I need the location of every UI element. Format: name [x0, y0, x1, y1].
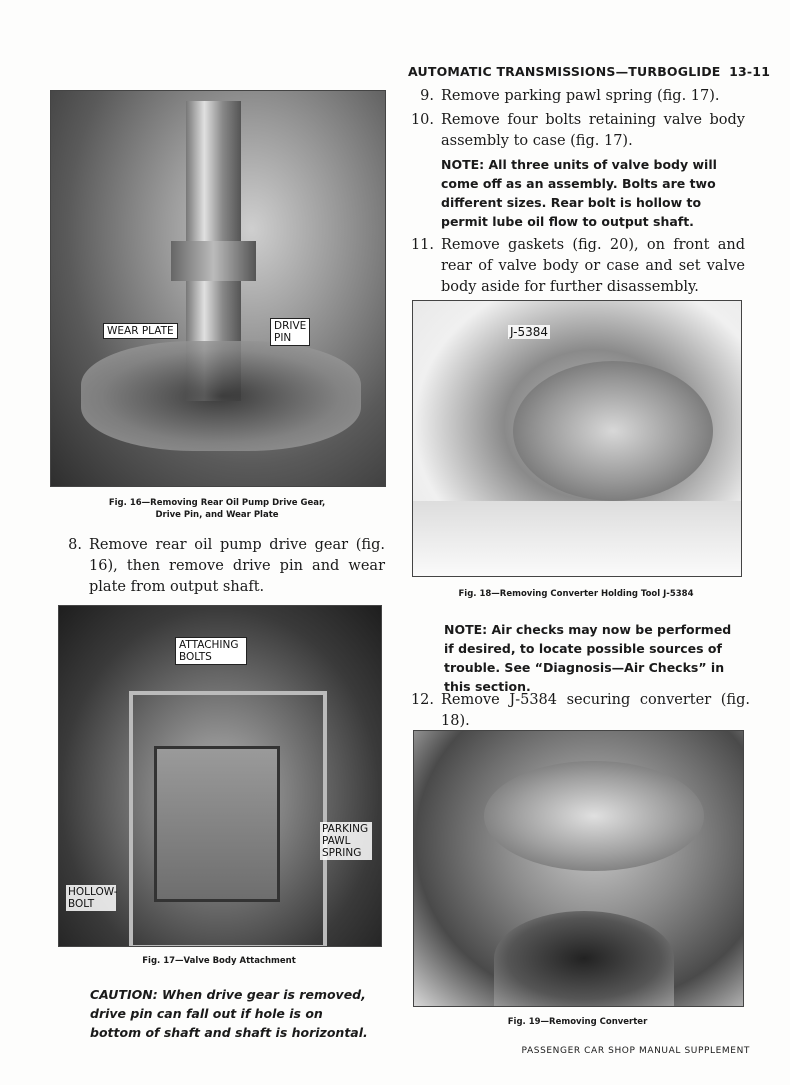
caption-line: Drive Pin, and Wear Plate	[155, 510, 279, 520]
fig18-photo	[412, 300, 742, 577]
attaching-bolts-label: ATTACHING BOLTS	[175, 637, 247, 665]
step-10: 10. Remove four bolts retaining valve bo…	[410, 110, 745, 152]
step-text: Remove J-5384 securing converter (fig. 1…	[441, 692, 750, 729]
page-number: 13-11	[729, 64, 771, 79]
fig18-caption: Fig. 18—Removing Converter Holding Tool …	[458, 589, 694, 599]
fig16-photo	[50, 90, 386, 487]
step-text: Remove four bolts retaining valve body a…	[441, 112, 745, 149]
step-11: 11. Remove gaskets (fig. 20), on front a…	[410, 235, 745, 298]
step-number: 10.	[410, 112, 434, 128]
caption-line: Fig. 16—Removing Rear Oil Pump Drive Gea…	[108, 498, 326, 508]
fig16-caption: Fig. 16—Removing Rear Oil Pump Drive Gea…	[50, 497, 384, 521]
fig19-photo	[413, 730, 744, 1007]
step-text: Remove gaskets (fig. 20), on front and r…	[441, 237, 745, 295]
page-footer: PASSENGER CAR SHOP MANUAL SUPPLEMENT	[521, 1046, 750, 1056]
header-title: AUTOMATIC TRANSMISSIONS—TURBOGLIDE	[408, 64, 721, 79]
caution-text: CAUTION: When drive gear is removed, dri…	[90, 987, 368, 1040]
step-number: 12.	[410, 692, 434, 708]
air-checks-note: NOTE: Air checks may now be performed if…	[444, 622, 732, 694]
running-header: AUTOMATIC TRANSMISSIONS—TURBOGLIDE 13-11	[408, 64, 770, 79]
step-text: Remove rear oil pump drive gear (fig. 16…	[89, 537, 385, 595]
fig17-caption: Fig. 17—Valve Body Attachment	[142, 956, 296, 966]
fig19-caption: Fig. 19—Removing Converter	[507, 1017, 648, 1027]
step-number: 11.	[410, 237, 434, 253]
wear-plate-label: WEAR PLATE	[103, 323, 178, 339]
hollow-bolt-label: HOLLOW-BOLT	[66, 885, 118, 911]
step-text: Remove parking pawl spring (fig. 17).	[441, 88, 720, 104]
drive-pin-label: DRIVE PIN	[270, 318, 310, 346]
step-number: 9.	[420, 88, 434, 104]
valve-body-note: NOTE: All three units of valve body will…	[441, 157, 717, 229]
parking-pawl-spring-label: PARKING PAWL SPRING	[320, 822, 372, 860]
step-9: 9. Remove parking pawl spring (fig. 17).	[410, 86, 745, 107]
j5384-label: J-5384	[508, 325, 550, 339]
step-12: 12. Remove J-5384 securing converter (fi…	[410, 690, 750, 732]
step-number: 8.	[68, 537, 82, 553]
step-8: 8. Remove rear oil pump drive gear (fig.…	[58, 535, 385, 598]
